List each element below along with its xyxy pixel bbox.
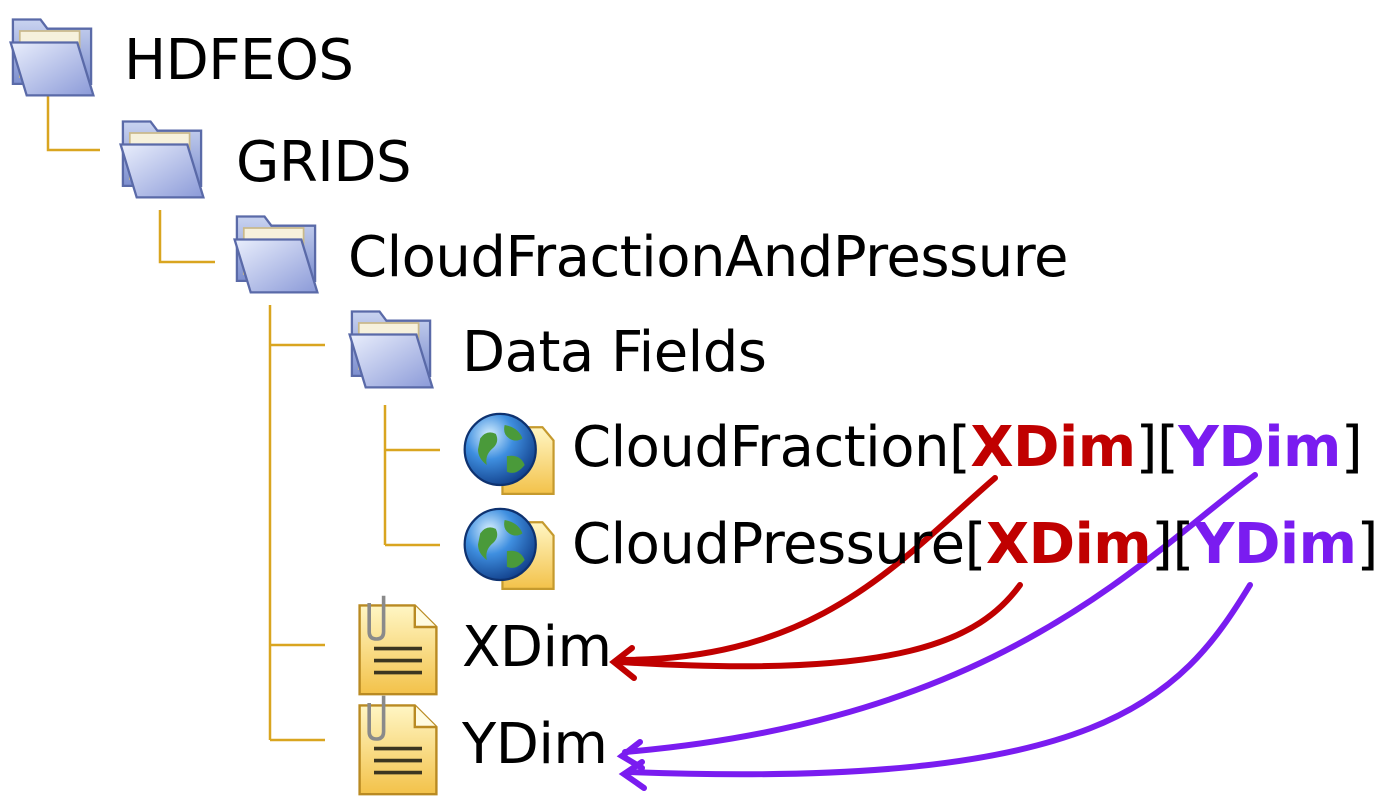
bracket: ] <box>1135 415 1158 480</box>
connector-grid <box>158 210 215 264</box>
tree-item-label: Data Fields <box>462 320 767 385</box>
folder-icon <box>119 120 205 199</box>
ydim-ref: YDim <box>1193 512 1357 577</box>
document-icon <box>357 693 439 796</box>
globe-data-icon <box>463 412 555 495</box>
tree-item-hdfeos[interactable]: HDFEOS <box>124 28 354 93</box>
xdim-ref: XDim <box>970 415 1136 480</box>
tree-connectors <box>46 95 440 742</box>
bracket: [ <box>949 415 971 480</box>
arrowhead-ydim-2 <box>618 759 647 791</box>
arrowhead-xdim <box>609 645 637 681</box>
tree-item-label: GRIDS <box>236 130 412 195</box>
tree-item-label: XDim <box>462 615 612 680</box>
field-name: CloudFraction <box>572 415 950 480</box>
tree-item-label: HDFEOS <box>124 28 354 93</box>
folder-icon <box>9 18 95 97</box>
arrow-field2-xdim <box>617 582 1023 670</box>
connector-grids <box>46 95 100 152</box>
arrow-field1-ydim <box>622 472 1258 755</box>
bracket: [ <box>1172 512 1195 577</box>
tree-item-xdim[interactable]: XDim <box>462 615 612 680</box>
folder-icon <box>348 310 434 389</box>
tree-item-ydim[interactable]: YDim <box>462 712 608 777</box>
tree-item-label: CloudFractionAndPressure <box>348 225 1068 290</box>
field-name: CloudPressure <box>572 512 965 577</box>
tree-item-cloudfraction[interactable]: CloudFraction[XDim][YDim] <box>572 415 1363 480</box>
bracket: [ <box>964 512 987 577</box>
tree-item-cloudpressure[interactable]: CloudPressure[XDim][YDim] <box>572 512 1377 577</box>
tree-item-label: YDim <box>462 712 608 777</box>
dimension-arrows <box>609 472 1258 791</box>
bracket: ] <box>1340 415 1363 480</box>
ydim-ref: YDim <box>1178 415 1341 480</box>
arrow-field2-ydim <box>625 582 1253 778</box>
bracket: [ <box>1156 415 1179 480</box>
tree-item-grid[interactable]: CloudFractionAndPressure <box>348 225 1068 290</box>
bracket: ] <box>1356 512 1377 577</box>
tree-item-grids[interactable]: GRIDS <box>236 130 412 195</box>
document-icon <box>357 593 439 697</box>
xdim-ref: XDim <box>985 512 1152 577</box>
arrow-field1-xdim <box>617 475 998 663</box>
globe-data-icon <box>463 507 555 591</box>
folder-icon <box>233 215 319 294</box>
tree-item-data-fields[interactable]: Data Fields <box>462 320 767 385</box>
bracket: ] <box>1151 512 1173 577</box>
